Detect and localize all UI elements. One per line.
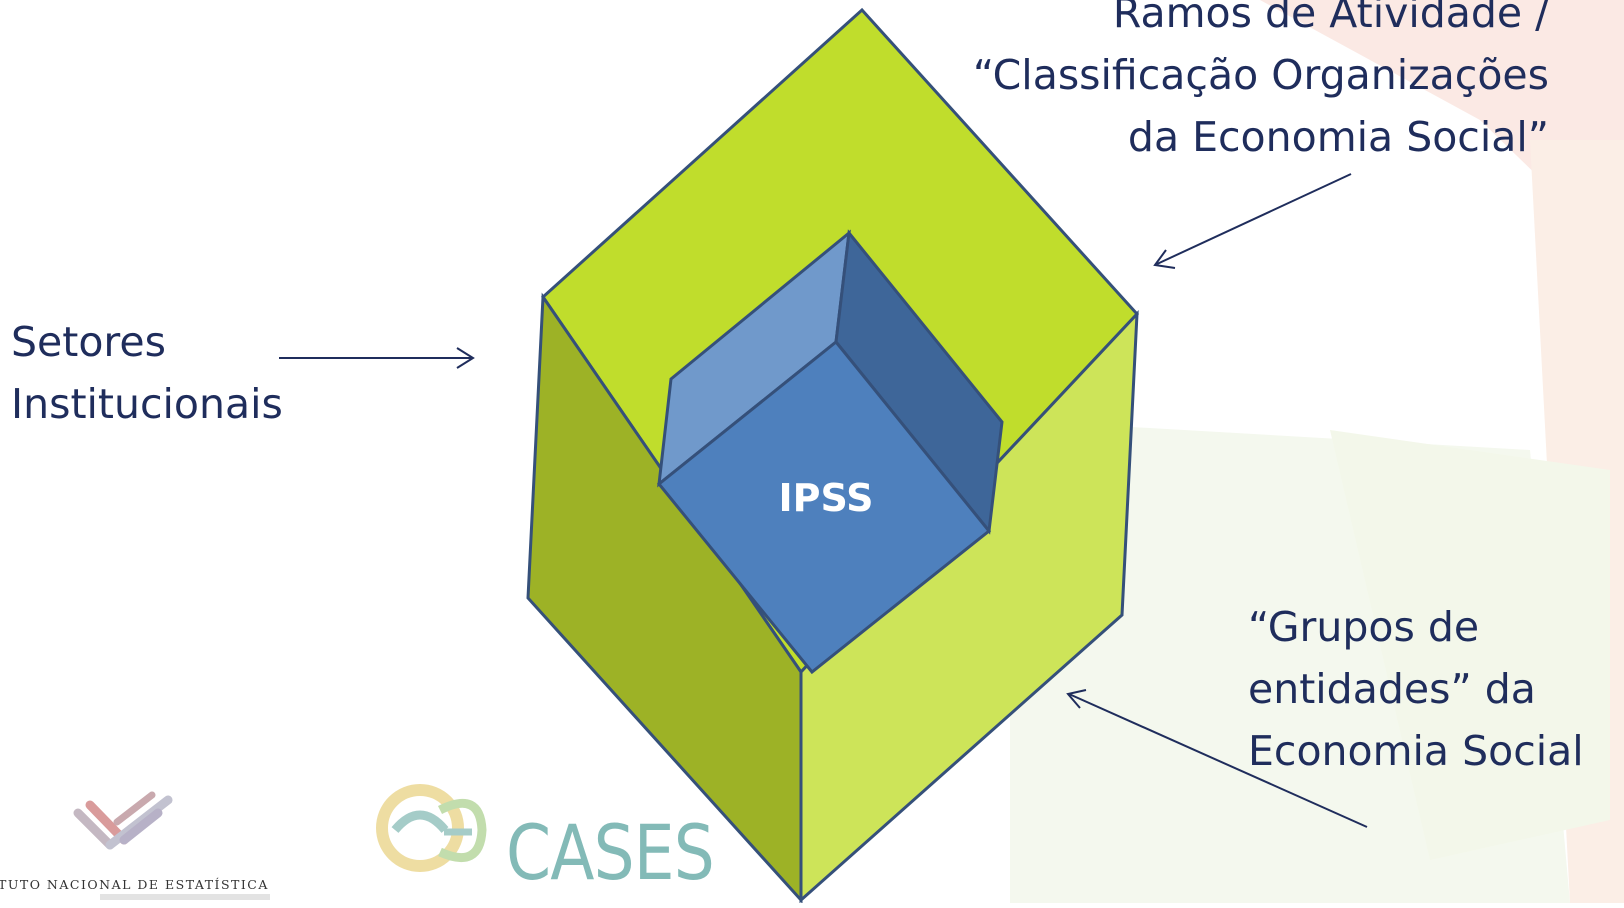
arrow-bottom-right [1066, 689, 1368, 828]
background-decoration [1010, 0, 1624, 903]
cases-logo-text: CASES [506, 808, 715, 897]
ine-logo-subtext-bar [100, 894, 270, 900]
cases-logo-icon [376, 784, 487, 872]
label-entity-groups: “Grupos de entidades” da Economia Social [1248, 603, 1584, 775]
center-label: IPSS [778, 476, 873, 520]
label-activity-branches: Ramos de Atividade / “Classificação Orga… [972, 0, 1549, 161]
inner-cube-front-face [656, 339, 992, 675]
ine-logo-icon [73, 791, 173, 850]
cube-right-face [799, 309, 1139, 903]
arrow-left [279, 347, 475, 369]
label-institutional-sectors: Setores Institucionais [11, 318, 283, 428]
arrow-top-right [1153, 173, 1352, 269]
ine-logo-text: TUTO NACIONAL DE ESTATÍSTICA [0, 877, 269, 892]
